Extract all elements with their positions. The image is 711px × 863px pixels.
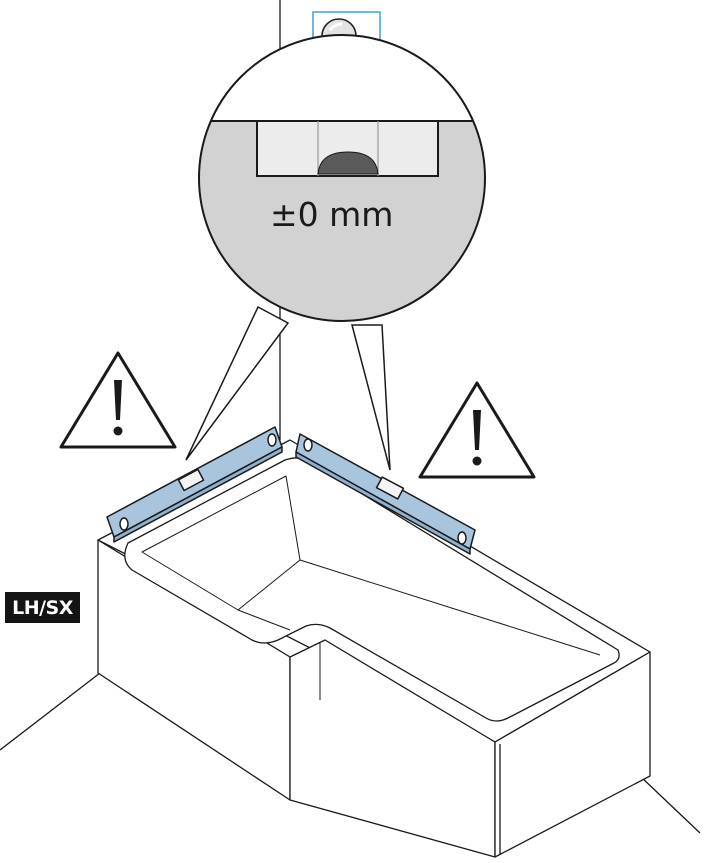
warning-triangle-icon [418, 381, 536, 479]
detail-callout [185, 34, 486, 471]
level-bubble [317, 151, 379, 175]
bathtub [97, 439, 651, 858]
spirit-level-left [106, 426, 283, 543]
measurement-label: ±0 mm [270, 195, 394, 234]
spirit-level-right [295, 433, 476, 555]
side-label-badge: LH/SX [5, 592, 80, 623]
warning-triangle-icon [59, 351, 177, 449]
